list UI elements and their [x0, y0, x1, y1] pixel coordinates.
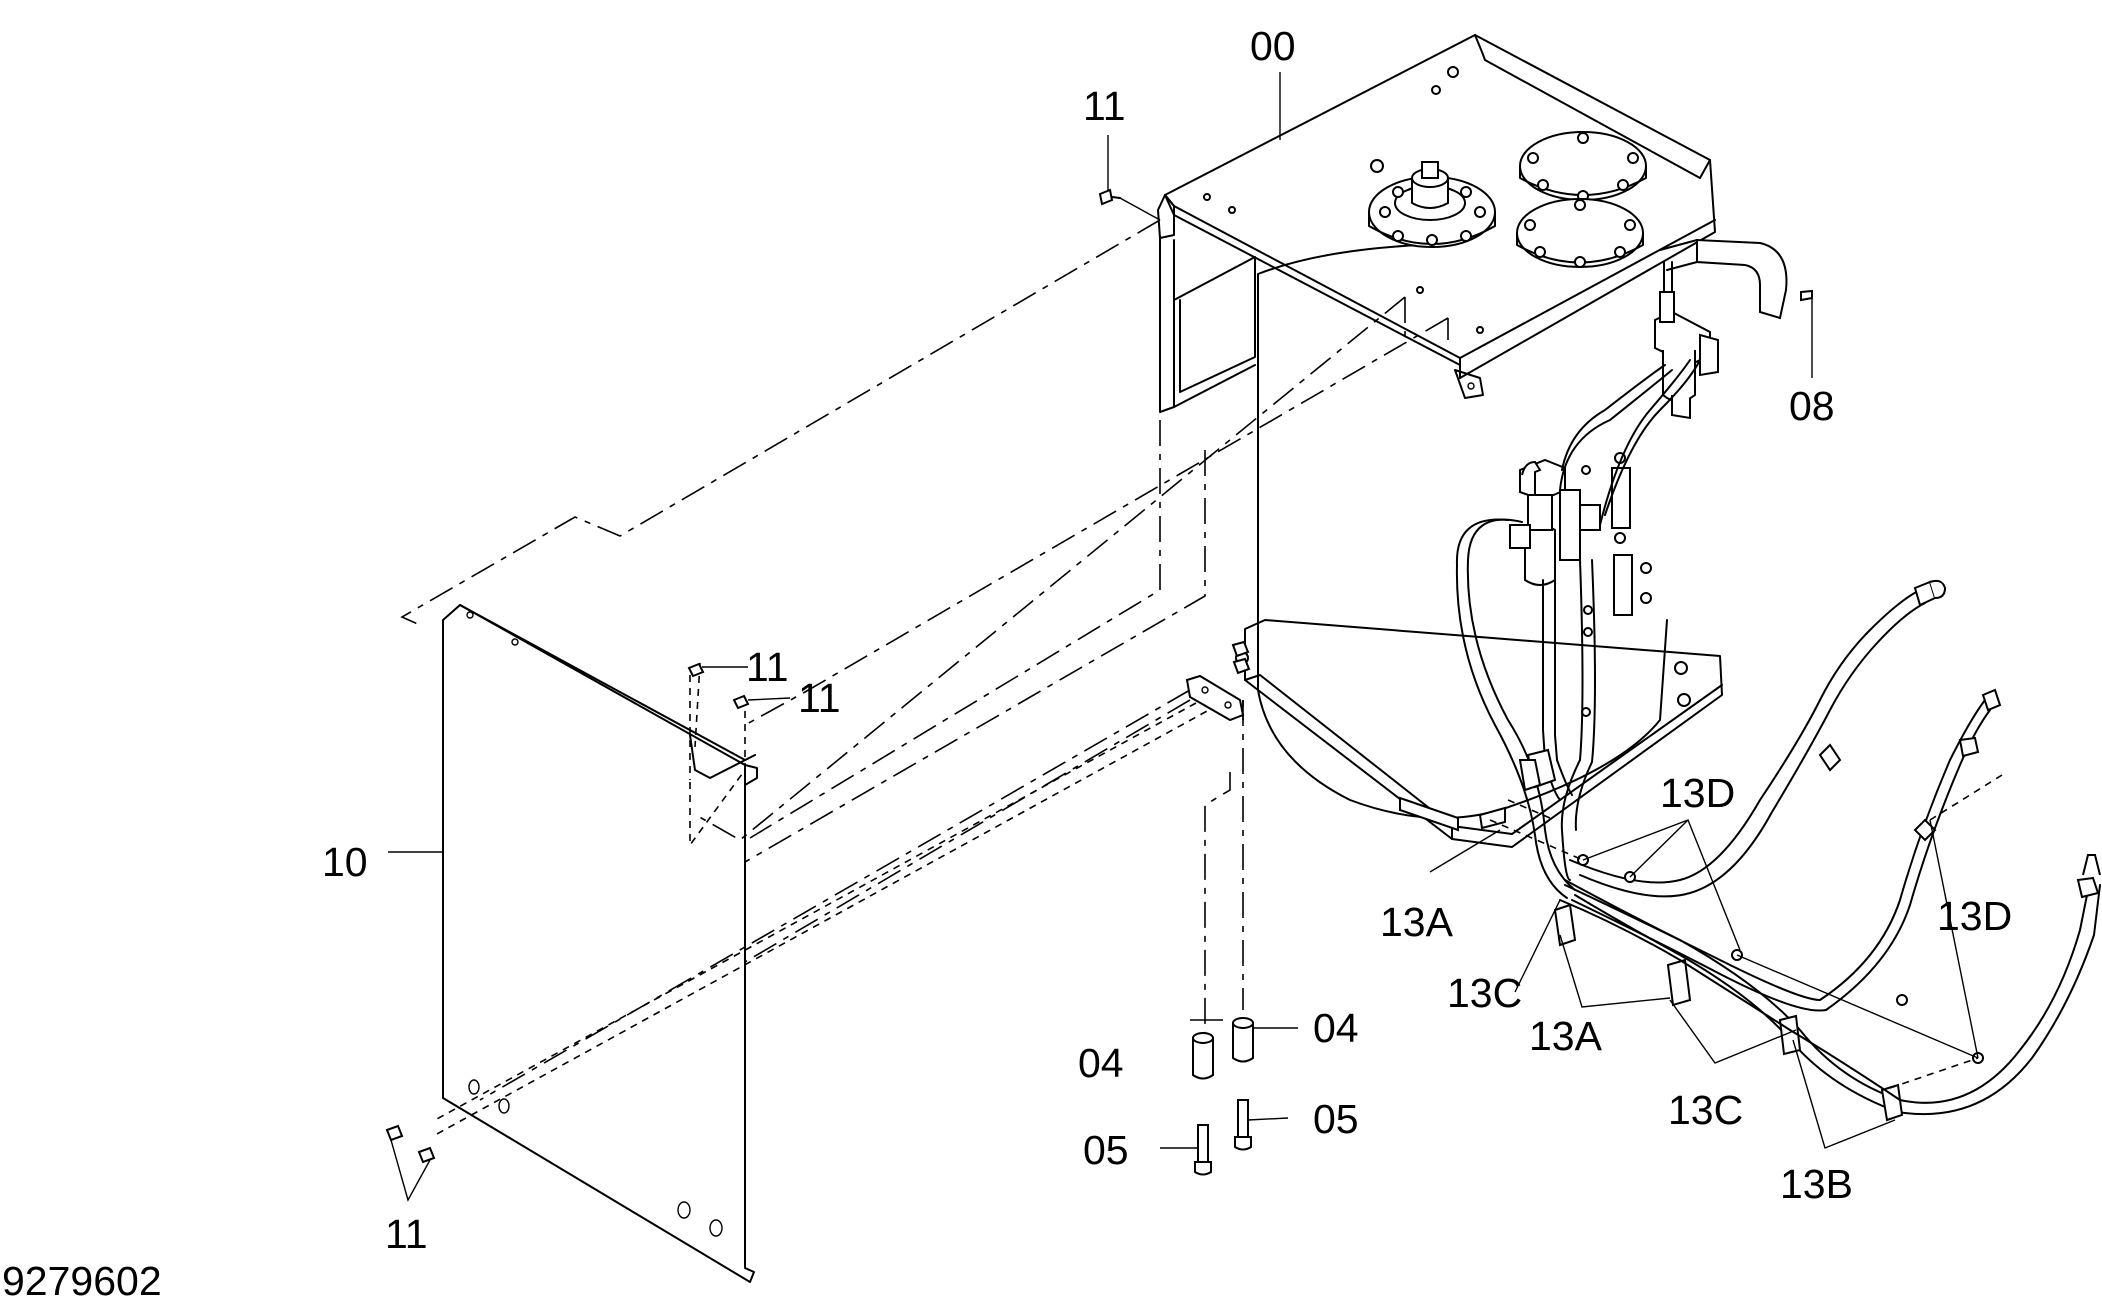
spacer-04-right [1232, 1017, 1254, 1063]
filler-cap [1368, 161, 1496, 248]
valve-block [1654, 261, 1719, 420]
callout-05-left: 05 [1083, 1127, 1129, 1173]
tank-assembly [1157, 34, 2101, 1122]
alignment-lines [400, 219, 2003, 1136]
callout-13D-right: 13D [1937, 893, 2012, 939]
leader-lines [388, 72, 1979, 1202]
callout-04-left: 04 [1078, 1040, 1124, 1086]
callout-10: 10 [322, 839, 368, 885]
callout-13C-right: 13C [1668, 1087, 1743, 1133]
cover-plate-upper [1519, 131, 1647, 202]
callout-05-right: 05 [1313, 1096, 1359, 1142]
callout-13D-top: 13D [1660, 770, 1735, 816]
callout-13B: 13B [1780, 1161, 1853, 1207]
callout-11-mid-a: 11 [746, 644, 789, 690]
callout-08: 08 [1789, 383, 1835, 429]
hardware [385, 188, 1813, 1176]
callout-13C-left: 13C [1447, 970, 1522, 1016]
bolt-05-left [1194, 1124, 1212, 1176]
spacer-04-left [1192, 1032, 1214, 1080]
bolt-05-right [1234, 1099, 1252, 1151]
callout-13A-left: 13A [1380, 899, 1454, 945]
drawing-number: 9279602 [2, 1258, 162, 1304]
callout-11-mid-b: 11 [798, 675, 841, 721]
callout-04-right: 04 [1313, 1005, 1359, 1051]
callout-11-top: 11 [1083, 83, 1126, 129]
cover-panel [442, 604, 758, 1283]
callout-11-bottom: 11 [385, 1211, 428, 1257]
callout-00: 00 [1250, 23, 1296, 69]
filter-hose-assembly [1455, 359, 2101, 1122]
callout-13A-mid: 13A [1529, 1013, 1603, 1059]
cover-plate-lower [1516, 198, 1644, 268]
callouts: 00 11 08 11 11 10 11 04 04 05 05 13D 13A… [322, 23, 2012, 1257]
